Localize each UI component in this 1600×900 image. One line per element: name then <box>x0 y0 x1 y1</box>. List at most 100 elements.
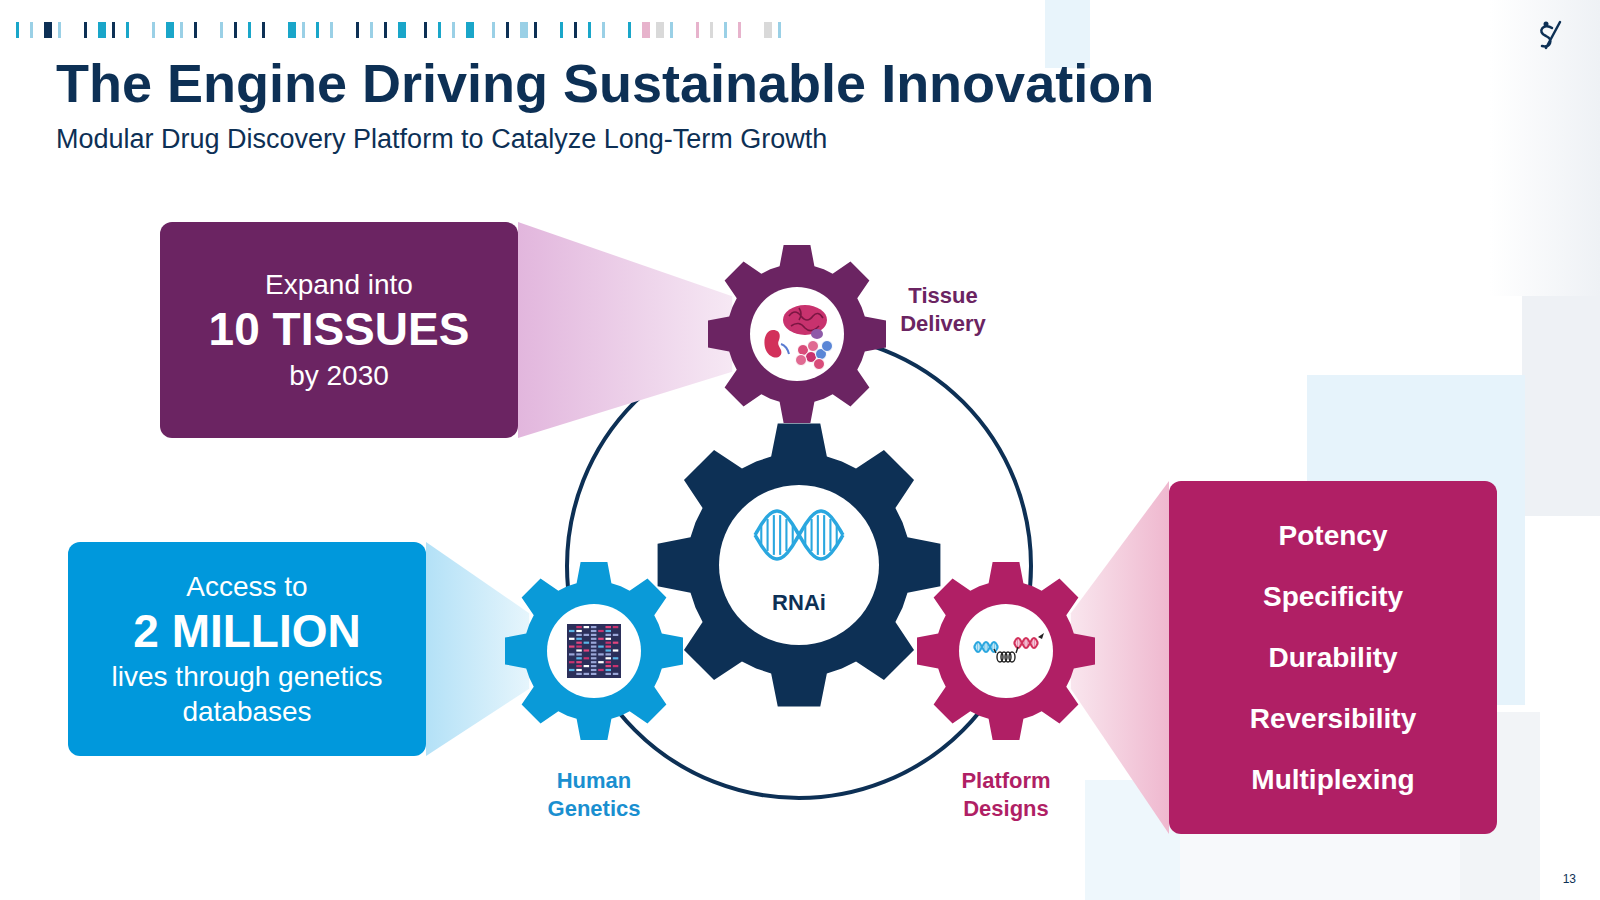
company-logo <box>1544 22 1549 27</box>
genome-band <box>584 649 590 651</box>
deco-tick <box>330 22 333 38</box>
helix-rung <box>817 515 819 555</box>
genome-band <box>613 626 619 628</box>
gear-core <box>959 604 1053 698</box>
gear-label: Platform Designs <box>936 767 1076 823</box>
callout-text: by 2030 <box>289 358 389 393</box>
gear-icon <box>974 633 1044 662</box>
genome-band <box>591 626 597 628</box>
helix-rung <box>977 643 978 651</box>
deco-tick <box>262 22 265 38</box>
deco-tick <box>58 22 61 38</box>
deco-tick <box>520 22 528 38</box>
genome-band <box>576 673 582 675</box>
genome-band <box>576 646 582 648</box>
genome-band <box>598 646 604 648</box>
deco-tick <box>234 22 237 38</box>
genome-band <box>591 646 597 648</box>
genome-band <box>598 638 604 640</box>
genome-band <box>591 665 597 667</box>
deco-tick <box>220 22 223 38</box>
genome-band <box>598 661 604 663</box>
deco-tick <box>166 22 174 38</box>
genome-band <box>584 634 590 636</box>
genome-band <box>576 665 582 667</box>
genome-band <box>606 646 612 648</box>
deco-tick <box>248 22 251 38</box>
deco-tick <box>696 22 699 38</box>
deco-tick <box>642 22 650 38</box>
deco-tick <box>492 22 495 38</box>
genome-band <box>576 653 582 655</box>
attribute-item: Durability <box>1268 627 1397 688</box>
gear-outline <box>658 424 941 707</box>
gear-outline <box>708 245 886 423</box>
genome-band <box>613 657 619 659</box>
callout-box: Expand into10 TISSUESby 2030 <box>160 222 518 438</box>
helix-strand <box>755 511 843 559</box>
genome-band <box>569 653 575 655</box>
gear-caption: Tissue Delivery <box>873 282 1013 338</box>
genome-band <box>576 649 582 651</box>
helix-rung <box>785 519 787 551</box>
attribute-item: Specificity <box>1263 566 1403 627</box>
deco-tick <box>710 22 713 38</box>
box-content: PotencySpecificityDurabilityReversibilit… <box>1250 505 1417 810</box>
genome-band <box>606 669 612 671</box>
genome-band <box>576 669 582 671</box>
gear-outline <box>505 562 683 740</box>
genome-band <box>591 657 597 659</box>
genome-band <box>576 638 582 640</box>
ligand <box>1038 633 1044 639</box>
deco-tick <box>194 22 197 38</box>
box-content: Access to2 MILLIONlives through genetics… <box>92 569 402 729</box>
cell-cluster-icon <box>796 355 807 366</box>
deco-tick <box>778 22 781 38</box>
genome-band <box>576 642 582 644</box>
genome-band <box>598 653 604 655</box>
gear-shape <box>707 244 887 424</box>
deco-tick <box>424 22 427 38</box>
helix-rung <box>1034 639 1035 647</box>
deco-tick <box>152 22 155 38</box>
deco-tick <box>356 22 359 38</box>
helix-rung <box>1017 639 1018 647</box>
genome-band <box>606 630 612 632</box>
brain-folds <box>789 308 823 331</box>
rnai-gear: RNAi <box>656 422 942 708</box>
helix-rung <box>779 515 781 555</box>
deco-tick <box>16 22 19 38</box>
gear-outline <box>917 562 1095 740</box>
genome-band <box>606 673 612 675</box>
page-number: 13 <box>1563 872 1576 886</box>
helix-rung <box>829 519 831 551</box>
genome-band <box>606 653 612 655</box>
gear-label: Human Genetics <box>524 767 664 823</box>
genome-band <box>584 626 590 628</box>
genome-band <box>576 634 582 636</box>
gear-label: RNAi <box>656 589 942 617</box>
genome-band <box>591 638 597 640</box>
gear-core <box>719 485 879 645</box>
gear-core <box>547 604 641 698</box>
genome-band <box>606 638 612 640</box>
genome-band <box>606 661 612 663</box>
callout-wedge <box>518 222 732 438</box>
helix-rung <box>985 643 986 652</box>
helix-rung <box>1025 639 1026 648</box>
genome-band <box>606 634 612 636</box>
genome-band <box>576 661 582 663</box>
cell-cluster-icon <box>822 341 833 352</box>
gear-shape <box>504 561 684 741</box>
gear-label: Tissue Delivery <box>873 282 1013 338</box>
deco-tick <box>126 22 129 38</box>
key-figure: 10 TISSUES <box>209 302 470 357</box>
deco-tick <box>602 22 605 38</box>
callout-text: Expand into <box>265 267 413 302</box>
linker <box>994 647 1018 653</box>
genome-band <box>606 657 612 659</box>
cell-cluster-icon <box>814 359 825 370</box>
deco-tick <box>398 22 406 38</box>
slide-subtitle: Modular Drug Discovery Platform to Catal… <box>56 124 827 155</box>
deco-tick <box>316 22 319 38</box>
